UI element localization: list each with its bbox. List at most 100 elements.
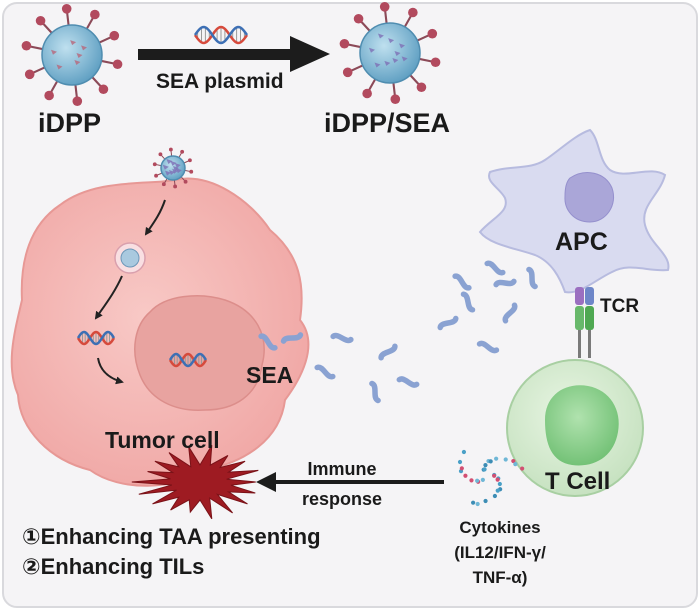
cytokines-line-1: Cytokines <box>459 518 541 537</box>
capsid <box>359 22 421 84</box>
cargo-spot <box>76 53 83 58</box>
cytokine-dot <box>497 481 502 487</box>
outcomes-list: ①Enhancing TAA presenting ②Enhancing TIL… <box>22 522 321 582</box>
cargo-spot <box>74 60 81 66</box>
strand <box>76 330 116 346</box>
cargo-spot <box>50 49 57 55</box>
label-apc: APC <box>555 228 608 256</box>
t-cell-nucleus <box>545 385 619 466</box>
sea-protein <box>280 332 304 344</box>
label-cytokines: Cytokines (IL12/IFN-γ/ TNF-α) <box>425 515 575 590</box>
cargo-spot <box>170 160 177 166</box>
label-immune-response: Immune response <box>302 454 382 514</box>
label-idpp: iDPP <box>38 108 102 138</box>
endosome-icon <box>114 242 146 274</box>
cytokine-dot <box>520 466 525 471</box>
spike-tip <box>24 69 35 80</box>
cargo-spot <box>175 168 182 174</box>
cargo-spot <box>56 64 63 70</box>
spike-tip <box>98 84 109 95</box>
cytokine-dot <box>457 459 463 465</box>
cargo-spot <box>165 170 172 176</box>
entry-arrow-2 <box>94 275 123 320</box>
cytokine-dot <box>461 449 467 455</box>
strand <box>193 25 249 45</box>
sea-protein <box>378 343 398 361</box>
spike-tip <box>35 15 46 26</box>
cytokine-dot <box>513 461 518 467</box>
spike-tip <box>161 182 166 187</box>
cargo-spot <box>70 40 77 46</box>
immune-response-arrow <box>256 472 444 492</box>
spike-tip <box>154 173 159 178</box>
immune-response-line-2: response <box>302 489 383 509</box>
cargo-spot <box>399 43 406 49</box>
spike-tip <box>173 184 178 189</box>
entry-arrow-1 <box>144 199 166 236</box>
cytokine-dot <box>494 456 499 461</box>
cytokine-dot <box>495 477 500 482</box>
sea-protein <box>493 278 517 288</box>
cargo-spot <box>384 60 391 66</box>
spike-tip <box>342 67 353 78</box>
cargo-spot <box>392 58 399 64</box>
cytokine-dot <box>492 473 497 478</box>
immune-response-line-1: Immune <box>307 459 377 479</box>
cytokine-dot <box>495 488 500 493</box>
outcome-2: ②Enhancing TILs <box>22 554 205 579</box>
label-idpp-sea: iDPP/SEA <box>324 108 451 138</box>
cytokine-dot <box>483 498 488 504</box>
sea-proteins <box>258 260 538 404</box>
cytokines-line-3: TNF-α) <box>472 568 528 587</box>
spike-tip <box>339 38 350 49</box>
cargo-spot <box>174 162 181 168</box>
sea-protein <box>258 333 278 351</box>
cargo-spot <box>166 159 173 165</box>
cargo-spot <box>162 164 169 170</box>
cytokine-dot <box>483 462 488 468</box>
spike-tip <box>353 13 364 24</box>
sea-protein <box>396 376 420 388</box>
label-t-cell: T Cell <box>545 468 611 495</box>
spike-tip <box>109 30 120 41</box>
spike-tip <box>61 4 72 14</box>
outcome-1: ①Enhancing TAA presenting <box>22 524 321 549</box>
strand <box>168 352 208 368</box>
strand <box>168 352 208 368</box>
spike-tip <box>362 88 372 99</box>
label-sea: SEA <box>246 362 294 388</box>
spike-tip <box>183 179 188 184</box>
spike-tip <box>168 147 173 152</box>
cargo-spot <box>168 169 175 175</box>
cargo-spot <box>377 33 384 39</box>
cytokine-dot <box>475 478 480 483</box>
spike-tip <box>189 169 194 174</box>
spike-tip <box>112 59 123 70</box>
label-tumor-cell: Tumor cell <box>105 427 220 453</box>
strand <box>76 330 116 346</box>
cytokine-dot <box>463 473 468 478</box>
sea-protein <box>484 260 506 276</box>
cytokine-dot <box>492 493 498 499</box>
entering-nanoparticle-icon <box>152 147 194 189</box>
spike-tip <box>187 158 192 163</box>
cargo-spot <box>81 45 88 51</box>
sea-protein <box>526 266 538 290</box>
cargo-spot <box>374 62 381 68</box>
cytokines-line-2: (IL12/IFN-γ/ <box>454 543 546 562</box>
cytokine-dot <box>511 458 516 464</box>
spike-tip <box>408 7 418 18</box>
spike-tip <box>390 94 401 104</box>
sea-protein <box>314 364 336 380</box>
spike-tip <box>416 82 427 93</box>
label-tcr: TCR <box>600 296 640 317</box>
cytoplasm-dna-icon <box>76 330 116 346</box>
spike-tip <box>21 40 32 51</box>
capsid <box>41 24 103 86</box>
cytokine-dot <box>475 501 480 507</box>
sea-protein <box>476 340 500 354</box>
cytokine-dot <box>469 478 474 483</box>
cytokine-dot <box>480 477 485 483</box>
spike-tip <box>379 2 390 12</box>
